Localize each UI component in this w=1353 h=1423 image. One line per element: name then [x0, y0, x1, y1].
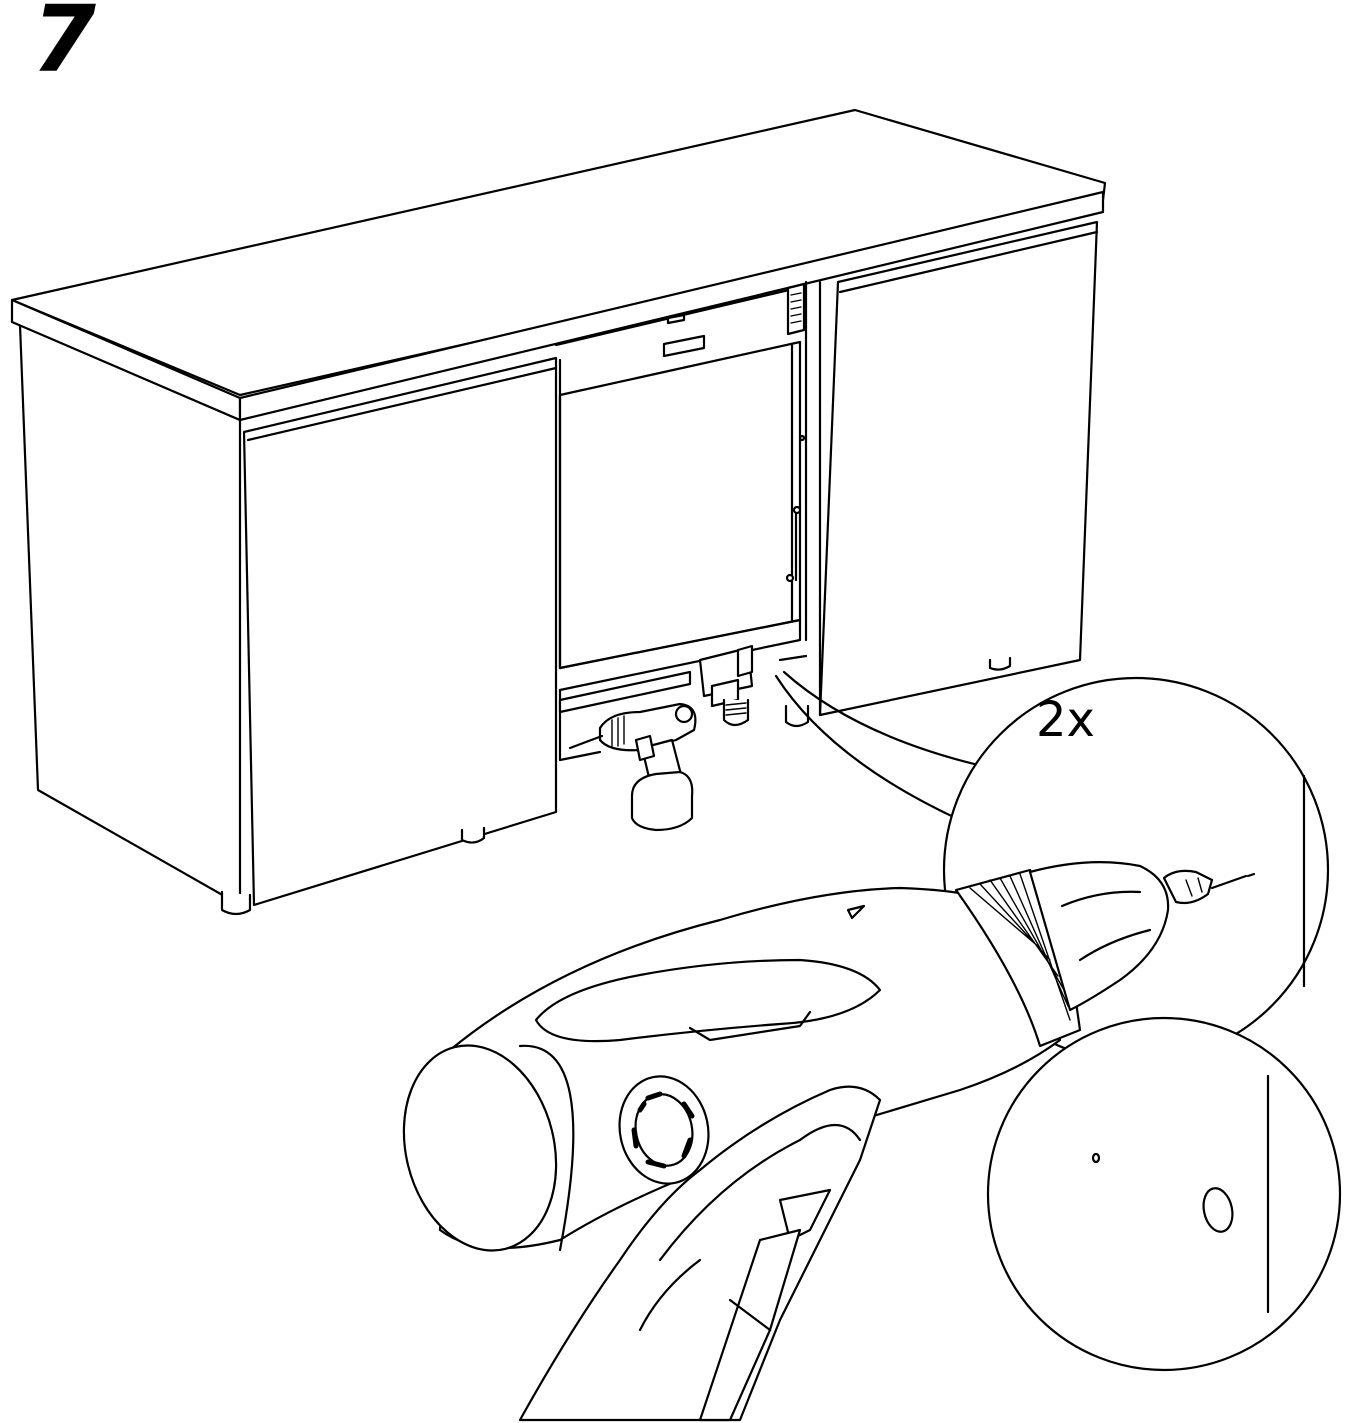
step-number: 7 [32, 0, 97, 93]
power-drill-icon [402, 861, 1170, 1422]
callout-pointer [774, 674, 974, 872]
cabinet-unit [10, 108, 1107, 916]
detail-circle-hole [986, 1016, 1342, 1372]
quantity-label: 2x [1036, 692, 1095, 748]
small-drill-icon [568, 702, 697, 832]
